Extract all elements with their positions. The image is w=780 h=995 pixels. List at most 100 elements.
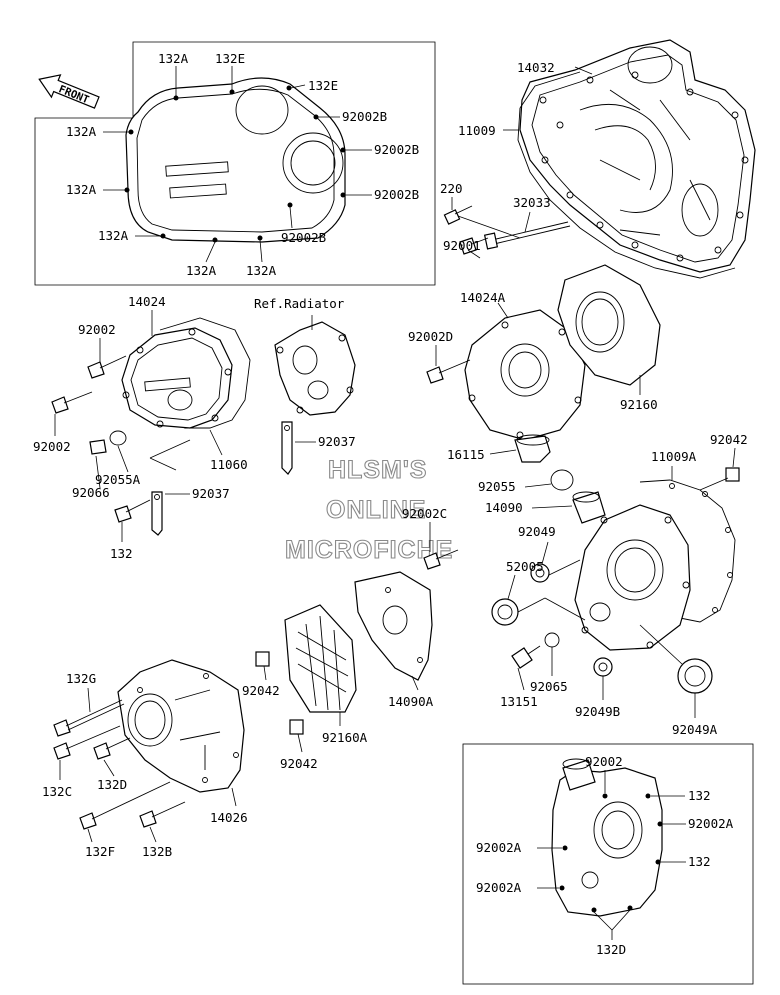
label-132d: 132D [97, 777, 127, 792]
label-14024: 14024 [128, 294, 166, 309]
bolt-220 [443, 197, 473, 225]
label-132e-2: 132E [308, 78, 338, 93]
label-detail-92002a-2: 92002A [476, 840, 522, 855]
washer-92065 [544, 632, 560, 676]
cover-14090 [531, 491, 691, 651]
clutch-cover [125, 77, 346, 243]
label-92065: 92065 [530, 679, 568, 694]
label-14032: 14032 [517, 60, 555, 75]
label-132b: 132B [142, 844, 172, 859]
label-92002b-3: 92002B [374, 187, 419, 202]
label-14024a: 14024A [460, 290, 506, 305]
label-detail-132-1: 132 [688, 788, 711, 803]
label-92160a: 92160A [322, 730, 368, 745]
cover-boss-upper [235, 85, 289, 135]
detail-bolt-dots [559, 793, 663, 913]
gasket-92160 [557, 264, 661, 395]
detail-inset-frame [462, 743, 754, 985]
label-92042-b: 92042 [242, 683, 280, 698]
detail-inset: 92002 132 92002A 92002A 132 92002A 132D [462, 743, 754, 985]
label-32033: 32033 [513, 195, 551, 210]
crankcase-cover-14032 [503, 39, 756, 279]
label-92160: 92160 [620, 397, 658, 412]
bolt-132f [79, 781, 171, 843]
rod-32033 [457, 211, 571, 250]
label-132g: 132G [66, 671, 96, 686]
ref-radiator-label: Ref.Radiator [254, 296, 345, 311]
cover-boss-round [282, 132, 344, 194]
label-14090: 14090 [485, 500, 523, 515]
water-pump-cover [274, 315, 356, 416]
label-220: 220 [440, 181, 463, 196]
watermark-line-2: ONLINE [326, 496, 426, 524]
label-11009a: 11009A [651, 449, 697, 464]
label-13151: 13151 [500, 694, 538, 709]
cover-slot [165, 161, 229, 177]
bolt-92002d [426, 345, 471, 384]
label-132: 132 [110, 546, 133, 561]
gasket-11009a [639, 466, 736, 623]
label-132a-5: 132A [186, 263, 217, 278]
label-92049: 92049 [518, 524, 556, 539]
bolt-92002-b [51, 391, 93, 436]
label-92002b-4: 92002B [281, 230, 326, 245]
label-92066: 92066 [72, 485, 110, 500]
label-92042-c: 92042 [280, 756, 318, 771]
bolt-132c [53, 725, 121, 780]
label-92042-a: 92042 [710, 432, 748, 447]
label-92001: 92001 [443, 238, 481, 253]
label-92002b-1: 92002B [342, 109, 387, 124]
label-detail-92002a-1: 92002A [688, 816, 734, 831]
label-11009: 11009 [458, 123, 496, 138]
seal-52005 [491, 574, 586, 626]
bolt-132d [93, 737, 131, 777]
o-ring-92055 [524, 469, 574, 491]
cover-bolt-dots [124, 85, 346, 243]
dowel-92042-a [699, 447, 740, 491]
label-11060: 11060 [210, 457, 248, 472]
watermark-line-1: HLSM'S [328, 456, 427, 484]
switch-13151 [511, 645, 541, 691]
watermark: HLSM'S ONLINE MICROFICHE [284, 455, 452, 564]
label-16115: 16115 [447, 447, 485, 462]
bolt-132g [53, 687, 125, 737]
label-132a-1: 132A [158, 51, 189, 66]
dowel-92042-c [289, 719, 304, 753]
label-132e-1: 132E [215, 51, 245, 66]
label-132a-6: 132A [246, 263, 277, 278]
bolt-92001 [459, 237, 489, 259]
label-92002d: 92002D [408, 329, 453, 344]
bolt-92002c [423, 522, 459, 570]
plug-92066 [89, 439, 107, 489]
clutch-cover-inset: FRONT [34, 41, 436, 286]
label-132f: 132F [85, 844, 115, 859]
label-132a-2: 132A [66, 124, 97, 139]
label-92049b: 92049B [575, 704, 620, 719]
seal-92049 [530, 541, 581, 583]
bolt-92002-a [87, 338, 127, 379]
label-detail-92002a-3: 92002A [476, 880, 522, 895]
bolt-132b [139, 801, 186, 843]
label-14026: 14026 [210, 810, 248, 825]
label-92055a: 92055A [95, 472, 141, 487]
gasket-92160a [284, 604, 357, 726]
front-arrow-icon: FRONT [38, 74, 100, 109]
label-92049a: 92049A [672, 722, 718, 737]
label-detail-92002: 92002 [585, 754, 623, 769]
bolt-132-left [114, 499, 151, 542]
cover-14026 [117, 659, 245, 807]
label-132a-3: 132A [66, 182, 97, 197]
seal-92049b [593, 657, 613, 700]
label-92055: 92055 [478, 479, 516, 494]
label-detail-132-2: 132 [688, 854, 711, 869]
dowel-92042-b [255, 651, 270, 681]
label-92037-a: 92037 [192, 486, 230, 501]
gasket-11060 [159, 317, 251, 429]
label-14090a: 14090A [388, 694, 434, 709]
generator-cover-14024 [121, 310, 251, 456]
label-92002-b: 92002 [33, 439, 71, 454]
plate-14090a [354, 571, 433, 691]
label-132c: 132C [42, 784, 72, 799]
cap-16115 [489, 434, 551, 463]
